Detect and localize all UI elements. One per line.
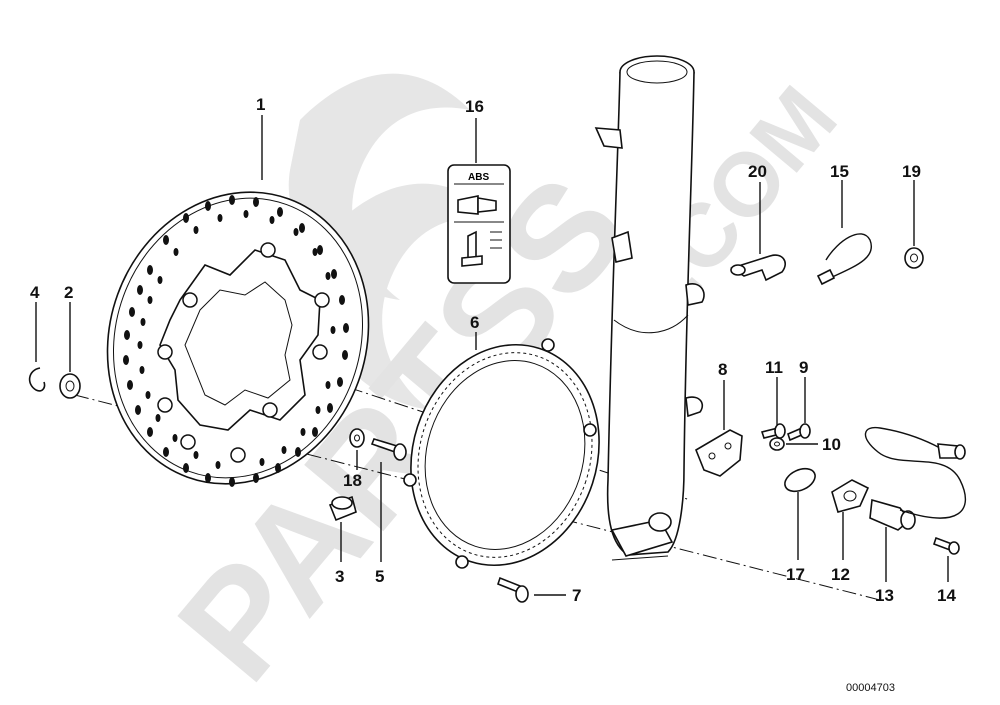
sensor-bracket [695,429,743,477]
abs-sensor [864,426,967,531]
abs-sensor-ring [403,338,600,569]
callout-7: 7 [572,586,581,605]
callout-10: 10 [822,435,841,454]
screw-14 [932,536,960,555]
callout-1: 1 [256,95,265,114]
gasket-12 [831,479,870,513]
screw-11 [760,423,786,439]
callout-6: 6 [470,313,479,332]
cap-3 [328,495,357,522]
bolt-5 [370,438,407,461]
callout-4: 4 [30,283,40,302]
callout-13: 13 [875,586,894,605]
callout-19: 19 [902,162,921,181]
abs-decal-header: ABS [468,172,489,183]
diagram-code: 00004703 [846,682,895,694]
callout-5: 5 [375,567,384,586]
washer-18 [349,428,365,448]
callout-9: 9 [799,358,808,377]
callout-2: 2 [64,283,73,302]
washer-2 [59,373,81,399]
callout-3: 3 [335,567,344,586]
callout-18: 18 [343,471,362,490]
fork-slider [594,55,705,561]
callout-8: 8 [718,360,727,379]
callout-15: 15 [830,162,849,181]
screw-9 [787,423,811,442]
callout-17: 17 [786,565,805,584]
brake-disc [106,191,370,487]
callout-11: 11 [765,358,783,377]
nut-19 [904,247,924,269]
abs-decal: ABS [447,164,511,284]
cable-tie-15 [816,233,873,286]
cover-17 [784,467,816,493]
callout-14: 14 [937,586,956,605]
circlip [28,367,46,392]
callout-12: 12 [831,565,850,584]
callouts: 1 16 4 2 6 18 3 5 7 8 11 9 10 17 12 13 1… [30,95,956,605]
callout-20: 20 [748,162,767,181]
cable-clip-20 [730,254,786,282]
bolt-7 [497,576,529,603]
washer-10 [769,437,785,451]
callout-16: 16 [465,97,484,116]
leader-lines [35,115,949,596]
